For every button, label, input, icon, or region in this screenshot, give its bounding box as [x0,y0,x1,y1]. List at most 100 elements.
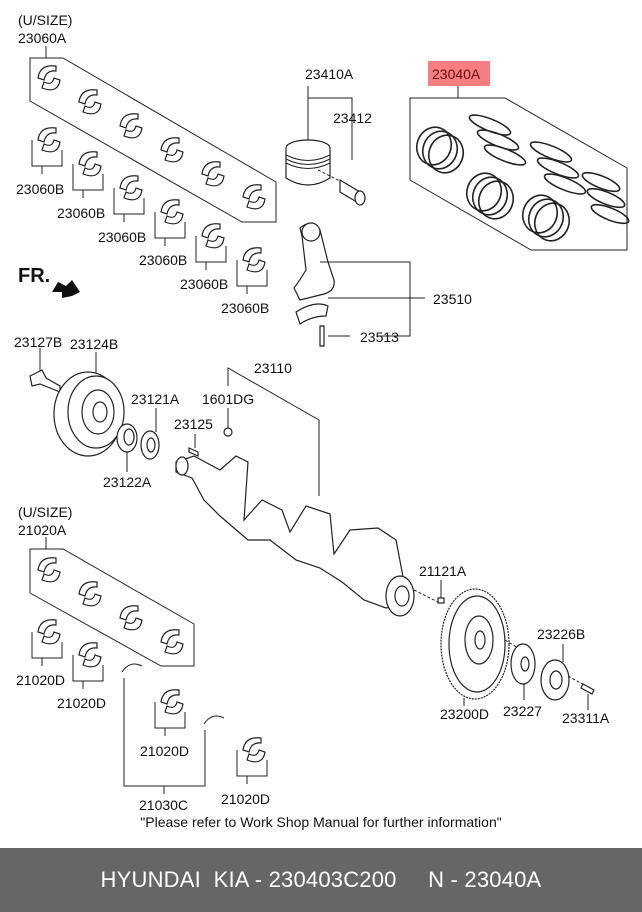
bearing-set-23060A[interactable] [29,46,277,223]
part-label-23122A[interactable]: 23122A [103,474,152,490]
footer-part-number: HYUNDAI KIA - 230403C200 N - 23040A [100,867,542,892]
part-label-23311A[interactable]: 23311A [562,710,610,726]
bearing-shell-upper [119,605,143,631]
thrust-washer-set-21030C[interactable] [121,663,225,794]
bearing-shell-upper [78,581,102,607]
bearing-shell-23060B [37,127,61,153]
damper-pulley-23124B[interactable] [53,352,125,457]
part-label-23060B-2[interactable]: 23060B [57,205,105,221]
bearing-shell-21020D [160,689,184,715]
part-label-23125[interactable]: 23125 [174,416,213,432]
piston-ring [415,126,453,166]
front-direction-indicator [52,280,80,298]
flywheel-23200D[interactable] [440,588,519,706]
piston-ring [586,187,626,209]
piston-ring [468,114,512,136]
piston-23410A[interactable] [285,86,366,206]
piston-ring [477,180,515,220]
part-label-23060B-6[interactable]: 23060B [221,300,269,316]
piston-rings [415,114,630,242]
part-label-23121A[interactable]: 23121A [131,391,180,407]
piston-ring [529,141,573,163]
part-label-21020D-4[interactable]: 21020D [221,791,270,807]
bearing-shell-21020D [242,737,266,763]
upper-bearing-shells [31,65,268,294]
part-label-23127B[interactable]: 23127B [14,334,62,350]
bearing-shell-upper [160,629,184,655]
bearing-shell-upper [242,184,266,210]
part-label-23510[interactable]: 23510 [433,291,472,307]
bearing-shell-upper [119,113,143,139]
bearing-shell-23060B [78,151,102,177]
bearing-shell-upper [160,137,184,163]
part-label-fr[interactable]: FR. [18,265,50,287]
piston-ring [590,203,630,225]
part-label-21020A[interactable]: 21020A [18,522,67,538]
part-label-usize-1[interactable]: (U/SIZE) [18,12,72,28]
crank-sprocket-23122A[interactable] [116,423,138,472]
part-label-21121A[interactable]: 21121A [419,563,467,579]
part-label-1601DG[interactable]: 1601DG [202,391,254,407]
bolt-23127B[interactable] [29,348,61,393]
highlight-box [428,61,490,86]
part-label-23513[interactable]: 23513 [360,329,399,345]
bearing-shell-upper [37,65,61,91]
bearing-shell-upper [37,557,61,583]
part-label-23060A[interactable]: 23060A [18,30,67,46]
plug-1601DG[interactable] [223,408,233,437]
part-label-21020D-3[interactable]: 21020D [140,743,189,759]
piston-ring [543,173,587,195]
piston-ring [421,130,459,170]
part-label-23110[interactable]: 23110 [254,360,292,376]
bearing-shell-upper [201,161,225,187]
piston-ring [581,171,621,193]
piston-ring-set-23040A[interactable] [409,86,628,251]
washer-23121A[interactable] [140,408,160,460]
bearing-set-21020A[interactable] [29,537,195,667]
part-label-23226B[interactable]: 23226B [537,626,585,642]
part-label-23040A[interactable]: 23040A [432,66,481,82]
piston-ring [476,129,520,151]
adapter-plate-23227[interactable] [510,643,536,700]
piston-ring [536,157,580,179]
connecting-rod-23510[interactable] [293,222,425,347]
part-label-21020D-2[interactable]: 21020D [57,695,106,711]
piston-ring [527,198,565,238]
piston-ring [521,194,559,234]
piston-ring [483,144,527,166]
part-label-23200D[interactable]: 23200D [440,706,489,722]
bearing-shell-23060B [242,247,266,273]
dowel-pin-21121A[interactable] [413,580,445,604]
key-23125[interactable] [188,434,199,457]
part-label-23410A[interactable]: 23410A [305,66,354,82]
piston-ring [465,172,503,212]
piston-ring [533,202,571,242]
part-label-23060B-5[interactable]: 23060B [180,276,228,292]
part-label-21030C[interactable]: 21030C [139,797,188,813]
part-label-23412[interactable]: 23412 [333,110,372,126]
part-label-usize-2[interactable]: (U/SIZE) [18,504,72,520]
bearing-shell-23060B [201,223,225,249]
bearing-shell-23060B [119,175,143,201]
part-label-23060B-1[interactable]: 23060B [16,181,64,197]
part-labels: (U/SIZE) 23060A 23060B 23060B 23060B 23060B 23… [14,12,610,813]
bearing-shell-21020D [37,619,61,645]
piston-ring [427,134,465,174]
part-label-23227[interactable]: 23227 [503,703,542,719]
part-label-21020D-1[interactable]: 21020D [16,672,65,688]
parts-diagram: (U/SIZE) 23060A 23060B 23060B 23060B 23060B 23… [14,12,630,813]
workshop-manual-note: "Please refer to Work Shop Manual for fu… [140,814,502,830]
plate-23226B[interactable] [540,644,587,701]
lower-bearing-shells [31,557,268,784]
footer-bar: HYUNDAI KIA - 230403C200 N - 23040A [0,848,642,912]
part-label-23060B-4[interactable]: 23060B [139,252,187,268]
bearing-shell-21020D [78,642,102,668]
part-label-23124B[interactable]: 23124B [70,336,118,352]
part-label-23060B-3[interactable]: 23060B [98,229,146,245]
bearing-shell-upper [78,89,102,115]
front-arrow-icon [52,280,80,298]
crankshaft-23110[interactable] [175,367,415,617]
bearing-shell-23060B [160,199,184,225]
piston-ring [471,176,509,216]
bolt-23311A[interactable] [580,683,595,710]
